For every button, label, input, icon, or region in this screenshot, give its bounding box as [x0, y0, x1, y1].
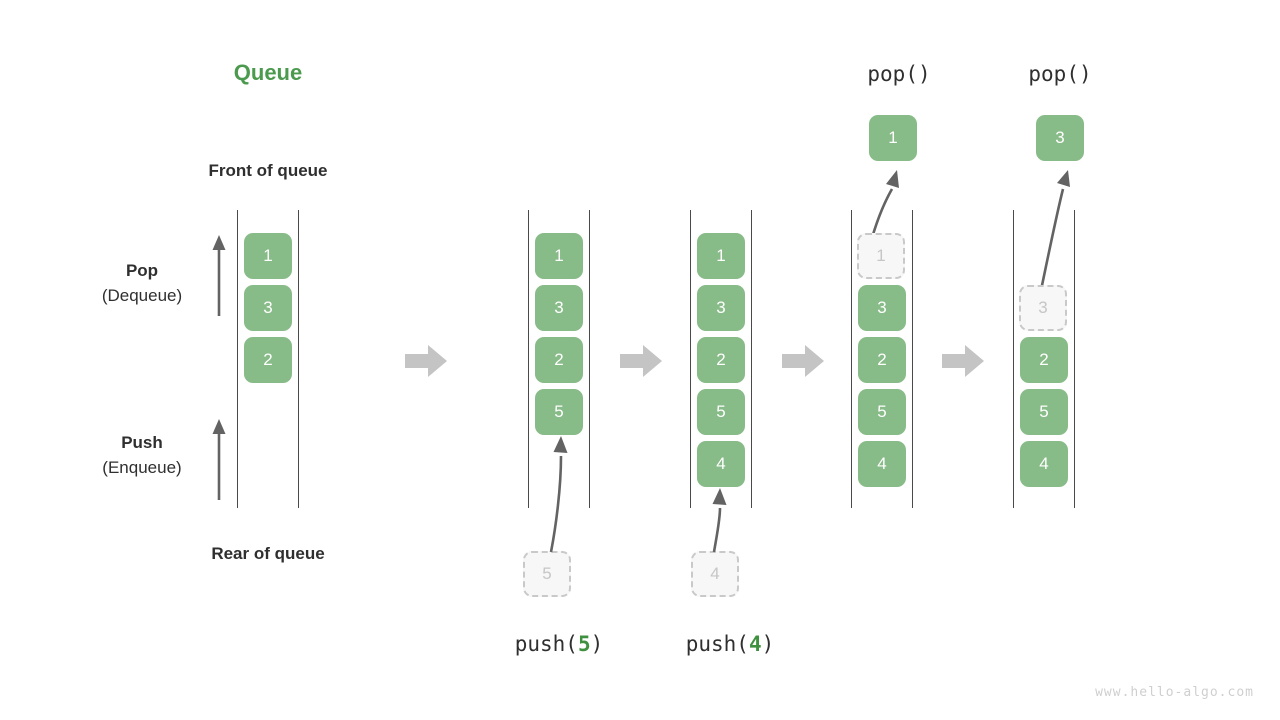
- queue-cell: 2: [697, 337, 745, 383]
- queue-rail-right: [751, 210, 752, 508]
- rear-of-queue-label: Rear of queue: [211, 544, 325, 563]
- queue-cell: 1: [535, 233, 583, 279]
- push-flow-arrow-icon: [549, 436, 568, 553]
- queue-cell: 2: [535, 337, 583, 383]
- pop-direction-arrow-icon: [212, 235, 226, 316]
- operation-label-pop: pop(): [867, 62, 931, 86]
- queue-cell: 2: [244, 337, 292, 383]
- pop-label-group: Pop (Dequeue): [102, 259, 182, 308]
- operation-label-push-5: push(5): [515, 632, 604, 656]
- queue-cell: 5: [858, 389, 906, 435]
- push-direction-arrow-icon: [212, 419, 226, 500]
- queue-cell: 3: [535, 285, 583, 331]
- operation-label-push-4: push(4): [686, 632, 775, 656]
- page-title: Queue: [233, 60, 303, 85]
- queue-cell: 5: [1020, 389, 1068, 435]
- transition-arrow-icon: [620, 344, 662, 378]
- incoming-ghost-cell: 4: [691, 551, 739, 597]
- queue-cell: 4: [697, 441, 745, 487]
- queue-rail-right: [912, 210, 913, 508]
- push-flow-arrow-icon: [712, 488, 727, 553]
- op-name: push(: [685, 632, 749, 656]
- queue-cell: 3: [697, 285, 745, 331]
- push-label: Push: [121, 433, 163, 452]
- op-name: push(: [514, 632, 578, 656]
- op-close: ): [761, 632, 775, 656]
- op-arg: 5: [577, 632, 591, 656]
- queue-cell: 3: [244, 285, 292, 331]
- popped-cell: 3: [1036, 115, 1084, 161]
- queue-rail-left: [528, 210, 529, 508]
- transition-arrow-icon: [405, 344, 447, 378]
- queue-cell: 5: [697, 389, 745, 435]
- push-sublabel: (Enqueue): [102, 457, 182, 477]
- transition-arrow-icon: [942, 344, 984, 378]
- queue-cell: 1: [697, 233, 745, 279]
- watermark: www.hello-algo.com: [1095, 685, 1254, 700]
- popped-cell: 1: [869, 115, 917, 161]
- incoming-ghost-cell: 5: [523, 551, 571, 597]
- queue-rail-left: [851, 210, 852, 508]
- queue-cell: 1: [244, 233, 292, 279]
- queue-cell: 3: [858, 285, 906, 331]
- op-close: ): [590, 632, 604, 656]
- pop-flow-arrow-icon: [1038, 170, 1070, 296]
- push-label-group: Push (Enqueue): [102, 431, 181, 480]
- queue-rail-right: [1074, 210, 1075, 508]
- queue-rail-left: [237, 210, 238, 508]
- queue-cell: 4: [858, 441, 906, 487]
- queue-rail-left: [690, 210, 691, 508]
- operation-label-pop: pop(): [1028, 62, 1092, 86]
- op-arg: 4: [748, 632, 762, 656]
- pop-sublabel: (Dequeue): [101, 285, 183, 305]
- transition-arrow-icon: [782, 344, 824, 378]
- pop-label: Pop: [125, 261, 159, 280]
- front-of-queue-label: Front of queue: [208, 161, 328, 180]
- queue-cell-ghost: 1: [857, 233, 905, 279]
- queue-cell: 4: [1020, 441, 1068, 487]
- queue-rail-left: [1013, 210, 1014, 508]
- queue-cell: 2: [858, 337, 906, 383]
- queue-cell-ghost: 3: [1019, 285, 1067, 331]
- queue-cell: 2: [1020, 337, 1068, 383]
- queue-rail-right: [298, 210, 299, 508]
- queue-cell: 5: [535, 389, 583, 435]
- queue-rail-right: [589, 210, 590, 508]
